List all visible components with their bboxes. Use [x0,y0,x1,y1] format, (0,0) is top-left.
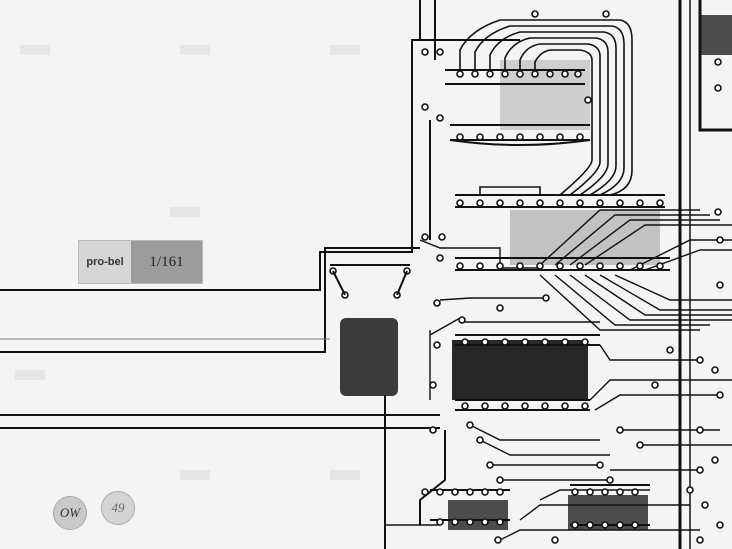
junction-links [330,264,410,296]
inspection-stamp: 49 [101,491,135,525]
left-traces [0,39,520,429]
ic-footprints [430,69,670,526]
bus-traces-middle [419,209,732,331]
shadow-components [340,15,732,530]
bus-traces-lower [385,297,732,541]
label-code: 1/161 [131,241,202,283]
solder-pads [329,10,724,544]
inspection-stamp: OW [53,496,87,530]
part-number-label: pro-bel 1/161 [78,240,203,284]
background-ghosts [15,45,360,480]
bus-traces-top [459,19,633,196]
label-brand: pro-bel [79,241,131,283]
